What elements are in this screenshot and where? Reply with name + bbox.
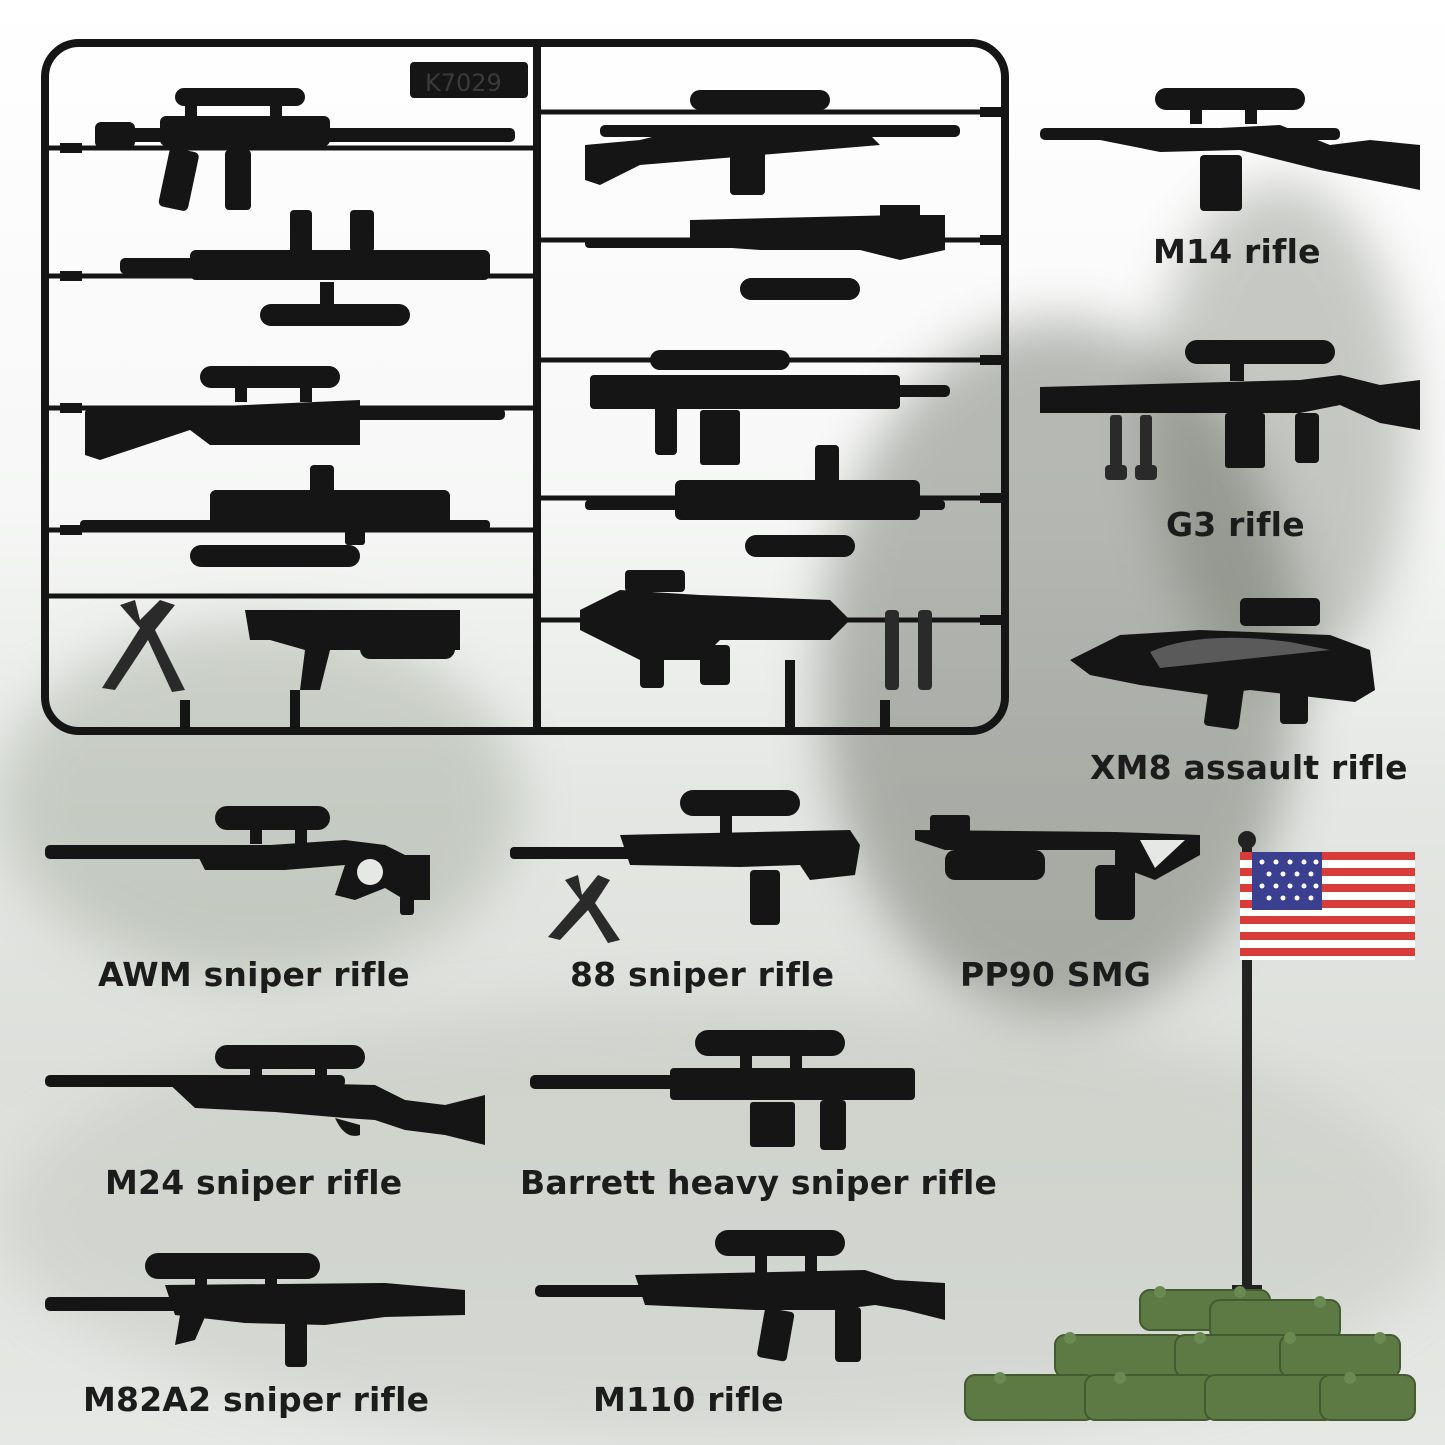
m110-rifle-part xyxy=(535,1230,945,1362)
sprue-part-88-sniper xyxy=(80,465,490,567)
pp90-smg-part xyxy=(915,815,1200,920)
88-sniper-part xyxy=(510,790,860,943)
m14-rifle-part xyxy=(1040,88,1420,211)
sandbag-bunker xyxy=(964,1286,1416,1421)
label-barrett: Barrett heavy sniper rifle xyxy=(520,1163,998,1202)
sprue-part-barrett xyxy=(590,350,950,465)
background-foliage xyxy=(1150,180,1410,680)
sprue-part-bipod xyxy=(102,600,185,692)
label-m82a2: M82A2 sniper rifle xyxy=(83,1380,430,1419)
flag-with-sandbags xyxy=(964,831,1416,1421)
sprue-part-g3 xyxy=(585,445,945,557)
background-foliage xyxy=(0,620,520,980)
label-awm: AWM sniper rifle xyxy=(98,955,410,994)
label-m24: M24 sniper rifle xyxy=(105,1163,403,1202)
barrett-sniper-part xyxy=(530,1030,915,1150)
label-g3: G3 rifle xyxy=(1166,505,1305,544)
m24-sniper-part xyxy=(45,1045,485,1145)
label-m14: M14 rifle xyxy=(1153,232,1321,271)
g3-rifle-part xyxy=(1040,340,1420,480)
awm-sniper-part xyxy=(45,806,430,915)
xm8-rifle-part xyxy=(1070,598,1375,730)
sprue-part-awm xyxy=(585,205,945,300)
label-88-sniper: 88 sniper rifle xyxy=(570,955,835,994)
m82a2-sniper-part xyxy=(45,1253,465,1367)
sprue-part-m110 xyxy=(95,88,515,211)
label-pp90: PP90 SMG xyxy=(960,955,1152,994)
us-flag xyxy=(1240,852,1415,960)
sprue-code: K7029 xyxy=(425,69,502,97)
label-xm8: XM8 assault rifle xyxy=(1090,748,1408,787)
label-m110: M110 rifle xyxy=(593,1380,784,1419)
sprue-part-pp90 xyxy=(245,610,460,690)
sprue-part-m24 xyxy=(85,366,505,460)
sprue-part-m82a2 xyxy=(120,210,490,326)
sprue-part-m14 xyxy=(585,90,960,195)
sprue-part-xm8 xyxy=(580,570,850,688)
sprue-part-bipod-legs xyxy=(885,610,932,690)
